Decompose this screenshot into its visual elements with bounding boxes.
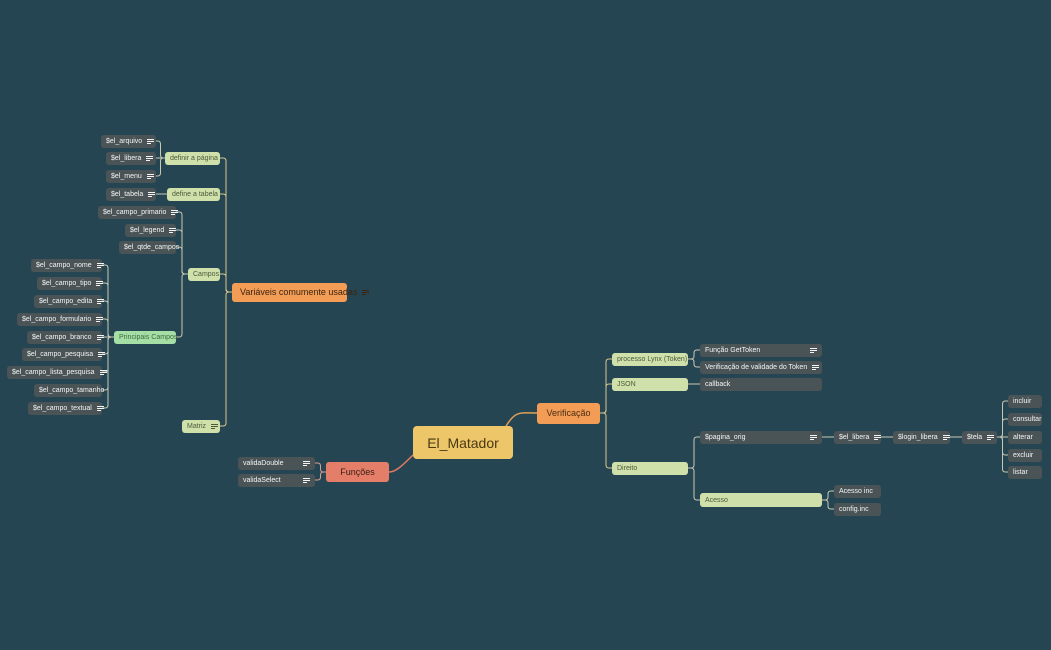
topic-verificacao[interactable]: Verificação: [537, 403, 600, 424]
connector: [220, 273, 232, 293]
topic-el-campo-pesquisa[interactable]: $el_campo_pesquisa: [22, 348, 106, 361]
notes-icon: [171, 210, 179, 215]
topic-el-campo-formulario[interactable]: $el_campo_formulario: [17, 313, 104, 326]
connector: [997, 418, 1008, 438]
notes-icon: [810, 435, 817, 440]
topic-login-libera[interactable]: $login_libera: [893, 431, 950, 444]
connector: [156, 140, 165, 159]
topic-funcoes[interactable]: Funções: [326, 462, 389, 482]
topic-json[interactable]: JSON: [612, 378, 688, 391]
topic-listar[interactable]: listar: [1008, 466, 1042, 479]
notes-icon: [211, 424, 219, 429]
notes-icon: [96, 281, 104, 286]
notes-icon: [146, 174, 154, 179]
notes-icon: [942, 435, 950, 440]
topic-direito[interactable]: Direito: [612, 462, 688, 475]
connector: [388, 454, 414, 473]
topic-el-arquivo[interactable]: $el_arquivo: [101, 135, 156, 148]
topic-pagina-orig[interactable]: $pagina_orig: [700, 431, 822, 444]
topic-el-campo-branco[interactable]: $el_campo_branco: [27, 331, 104, 344]
topic-matriz[interactable]: Matriz: [182, 420, 220, 433]
topic-alterar[interactable]: alterar: [1008, 431, 1042, 444]
topic-el-menu[interactable]: $el_menu: [106, 170, 156, 183]
notes-icon: [147, 139, 155, 144]
connector: [688, 467, 700, 501]
notes-icon: [303, 478, 310, 483]
topic-config-inc[interactable]: config.inc: [834, 503, 881, 516]
topic-consultar[interactable]: consultar: [1008, 413, 1042, 426]
topic-valida-select[interactable]: validaSelect: [238, 474, 315, 487]
topic-el-campo-primario[interactable]: $el_campo_primario: [98, 206, 179, 219]
notes-icon: [96, 335, 104, 340]
notes-icon: [362, 290, 370, 295]
connector: [329, 293, 420, 430]
connector: [220, 291, 232, 427]
notes-icon: [146, 156, 154, 161]
notes-icon: [874, 435, 882, 440]
notes-icon: [987, 435, 995, 440]
topic-callback[interactable]: callback: [700, 378, 822, 391]
connector: [315, 462, 326, 473]
topic-tela[interactable]: $tela: [962, 431, 997, 444]
notes-icon: [96, 263, 104, 268]
connector: [822, 490, 834, 501]
connector: [176, 273, 188, 338]
connector: [504, 412, 538, 429]
notes-icon: [812, 365, 820, 370]
connector: [688, 358, 700, 368]
root-topic[interactable]: El_Matador: [413, 426, 513, 459]
topic-el-campo-textual[interactable]: $el_campo_textual: [28, 402, 104, 415]
topic-variaveis-comumente-usadas[interactable]: Variáveis comumente usadas: [232, 283, 370, 302]
connector: [600, 383, 612, 414]
connector: [102, 336, 114, 409]
topic-el-qtde-campos[interactable]: $el_qtde_campos: [119, 241, 179, 254]
topic-acesso[interactable]: Acesso: [700, 493, 822, 507]
topic-el-tabela[interactable]: $el_tabela: [106, 188, 156, 201]
connector: [176, 246, 188, 275]
topic-principais-campos[interactable]: Principais Campos: [114, 331, 177, 344]
topic-define-a-tabela[interactable]: define a tabela: [167, 188, 220, 201]
notes-icon: [96, 317, 104, 322]
topic-incluir[interactable]: incluir: [1008, 395, 1042, 408]
notes-icon: [169, 228, 177, 233]
notes-icon: [97, 299, 105, 304]
topic-el-libera[interactable]: $el_libera: [106, 152, 156, 165]
notes-icon: [99, 370, 107, 375]
topic-processo-lynx[interactable]: processo Lynx (Token): [612, 353, 688, 366]
topic-el-campo-tipo[interactable]: $el_campo_tipo: [37, 277, 104, 290]
notes-icon: [810, 348, 817, 353]
topic-valida-double[interactable]: validaDouble: [238, 457, 315, 470]
notes-icon: [98, 352, 106, 357]
notes-icon: [96, 406, 104, 411]
topic-funcao-gettoken[interactable]: Função GetToken: [700, 344, 822, 357]
connector: [600, 412, 612, 469]
topic-acesso-inc[interactable]: Acesso inc: [834, 485, 881, 498]
topic-el-campo-nome[interactable]: $el_campo_nome: [31, 259, 104, 272]
connector: [997, 436, 1008, 473]
connector: [688, 436, 700, 469]
topic-definir-a-pagina[interactable]: definir a página: [165, 152, 220, 165]
notes-icon: [303, 461, 310, 466]
topic-verificacao-validade-token[interactable]: Verificação de validade do Token: [700, 361, 822, 374]
topic-el-campo-lista-pesquisa[interactable]: $el_campo_lista_pesquisa: [7, 366, 107, 379]
connector: [315, 471, 326, 481]
topic-el-libera-direito[interactable]: $el_libera: [834, 431, 882, 444]
topic-campos[interactable]: Campos: [188, 268, 220, 281]
topic-excluir[interactable]: excluir: [1008, 449, 1042, 462]
topic-el-campo-edita[interactable]: $el_campo_edita: [34, 295, 105, 308]
connector: [102, 318, 114, 338]
connector: [156, 157, 165, 177]
topic-el-campo-tamanho[interactable]: $el_campo_tamanho: [34, 384, 104, 397]
topic-el-legend[interactable]: $el_legend: [125, 224, 177, 237]
connector: [688, 349, 700, 360]
notes-icon: [148, 192, 156, 197]
connector: [822, 499, 834, 510]
